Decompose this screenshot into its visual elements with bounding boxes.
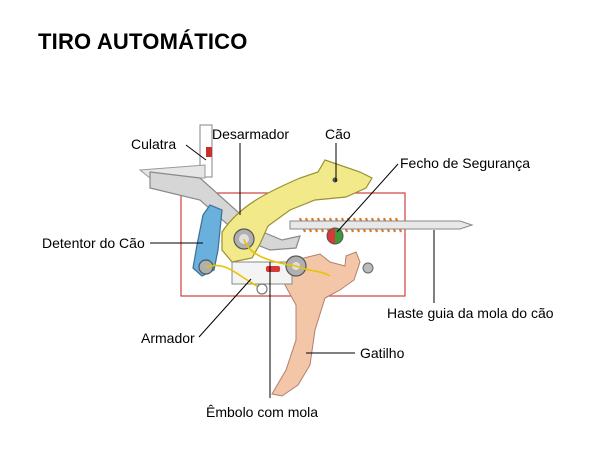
label-gatilho: Gatilho <box>360 345 405 361</box>
label-culatra: Culatra <box>131 136 176 152</box>
label-haste-guia: Haste guia da mola do cão <box>387 305 554 321</box>
trigger-part <box>271 251 361 397</box>
page-title: TIRO AUTOMÁTICO <box>38 29 248 54</box>
label-armador: Armador <box>141 330 195 346</box>
wire-springs <box>205 238 331 289</box>
cocking-lever-pin <box>256 283 268 295</box>
plunger-part <box>266 266 280 272</box>
hammer-part <box>221 159 373 263</box>
sear-housing <box>231 261 293 285</box>
hammer-detent <box>192 204 223 277</box>
guide-rod <box>289 220 474 230</box>
label-detentor-do-cao: Detentor do Cão <box>42 235 145 251</box>
label-desarmador: Desarmador <box>212 126 289 142</box>
label-embolo-com-mola: Êmbolo com mola <box>206 404 318 420</box>
leader-lines <box>150 143 435 354</box>
label-fecho-de-seguranca: Fecho de Segurança <box>400 155 530 171</box>
bolt-part <box>138 124 213 179</box>
safety-selector <box>326 227 344 245</box>
label-cao: Cão <box>325 126 351 142</box>
